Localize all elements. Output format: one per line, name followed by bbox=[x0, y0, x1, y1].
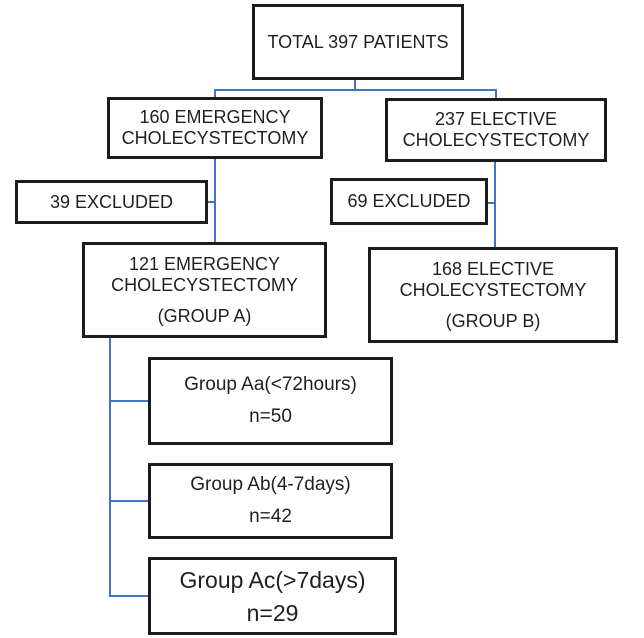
connector-emergency-vertical bbox=[214, 158, 216, 243]
node-total-patients: TOTAL 397 PATIENTS bbox=[252, 4, 464, 80]
node-group-a: 121 EMERGENCY CHOLECYSTECTOMY (GROUP A) bbox=[82, 242, 327, 338]
node-group-ac: Group Ac(>7days) n=29 bbox=[148, 557, 397, 635]
node-group-b-sublabel: (GROUP B) bbox=[445, 310, 541, 331]
node-group-a-sublabel: (GROUP A) bbox=[157, 305, 252, 326]
connector-group-ac-stub bbox=[109, 595, 149, 597]
node-emergency-line1: 160 EMERGENCY bbox=[139, 107, 291, 127]
node-group-ab-count: n=42 bbox=[249, 506, 292, 527]
node-group-ab: Group Ab(4-7days) n=42 bbox=[148, 463, 393, 539]
connector-total-down-stub bbox=[354, 80, 356, 90]
node-group-b: 168 ELECTIVE CHOLECYSTECTOMY (GROUP B) bbox=[368, 247, 618, 343]
node-group-aa: Group Aa(<72hours) n=50 bbox=[148, 357, 393, 445]
node-group-a-line1: 121 EMERGENCY bbox=[128, 253, 281, 274]
node-group-a-line2: CHOLECYSTECTOMY bbox=[111, 274, 298, 295]
node-total-patients-label: TOTAL 397 PATIENTS bbox=[267, 31, 449, 52]
connector-group-a-vertical bbox=[109, 337, 111, 597]
node-emergency-cholecystectomy: 160 EMERGENCY CHOLECYSTECTOMY bbox=[107, 97, 323, 159]
node-excluded-emergency-label: 39 EXCLUDED bbox=[49, 191, 174, 212]
connector-excluded-69-stub bbox=[486, 202, 496, 204]
node-group-ac-count: n=29 bbox=[246, 599, 299, 626]
node-elective-cholecystectomy: 237 ELECTIVE CHOLECYSTECTOMY bbox=[385, 98, 607, 162]
node-excluded-elective-label: 69 EXCLUDED bbox=[347, 191, 471, 211]
node-group-aa-count: n=50 bbox=[249, 406, 292, 427]
connector-group-ab-stub bbox=[109, 500, 149, 502]
node-elective-line2: CHOLECYSTECTOMY bbox=[402, 130, 590, 150]
connector-branch-horizontal bbox=[214, 89, 497, 91]
connector-branch-left-stub bbox=[214, 89, 216, 98]
node-group-ab-title: Group Ab(4-7days) bbox=[190, 474, 351, 495]
connector-group-aa-stub bbox=[109, 400, 149, 402]
node-group-b-line2: CHOLECYSTECTOMY bbox=[399, 279, 587, 300]
node-excluded-emergency: 39 EXCLUDED bbox=[15, 180, 208, 224]
node-group-aa-title: Group Aa(<72hours) bbox=[184, 374, 357, 395]
connector-excluded-39-stub bbox=[207, 201, 216, 203]
node-emergency-line2: CHOLECYSTECTOMY bbox=[121, 128, 309, 148]
node-group-ac-title: Group Ac(>7days) bbox=[179, 566, 366, 593]
connector-branch-right-stub bbox=[495, 89, 497, 99]
node-elective-line1: 237 ELECTIVE bbox=[434, 109, 558, 129]
node-excluded-elective: 69 EXCLUDED bbox=[330, 178, 488, 225]
connector-elective-vertical bbox=[494, 161, 496, 248]
node-group-b-line1: 168 ELECTIVE bbox=[431, 258, 555, 279]
